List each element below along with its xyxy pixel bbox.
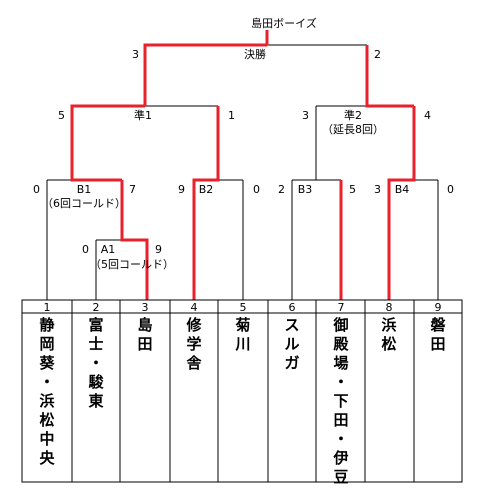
b1-winner-path xyxy=(70,104,145,182)
a1-score-right: 9 xyxy=(155,243,162,256)
b4-score-left: 3 xyxy=(374,183,381,196)
sf1-label: 準1 xyxy=(134,108,152,122)
a1-score-left: 0 xyxy=(82,243,89,256)
final-label: 決勝 xyxy=(244,47,266,61)
team-names: 静岡葵・浜松中央 富士・駿東 島田 修学舎 菊川 スルガ 御殿場・下田・伊豆 浜… xyxy=(39,316,445,486)
a1-label: A1 xyxy=(101,243,116,256)
team-seed: 5 xyxy=(240,301,247,314)
team-name: 御殿場・下田・伊豆 xyxy=(332,316,349,486)
b2-winner-path xyxy=(192,106,220,300)
b3-score-right: 5 xyxy=(349,183,356,196)
team-name: 修学舎 xyxy=(185,316,202,372)
team-seed: 2 xyxy=(93,301,100,314)
team-seed: 3 xyxy=(142,301,149,314)
team-name: スルガ xyxy=(284,316,299,372)
b3-label: B3 xyxy=(298,183,313,196)
b3-score-left: 2 xyxy=(278,183,285,196)
b4-label: B4 xyxy=(395,183,410,196)
team-name: 磐田 xyxy=(429,316,445,353)
team-seed: 4 xyxy=(191,301,198,314)
final-score-left: 3 xyxy=(132,48,139,61)
sf1-winner-path xyxy=(143,43,267,106)
sf2-note: （延長8回） xyxy=(322,123,384,136)
team-table-border xyxy=(21,299,463,483)
sf2-label: 準2 xyxy=(344,108,362,122)
team-table xyxy=(21,299,463,483)
team-seed: 6 xyxy=(289,301,296,314)
sf2-score-right: 4 xyxy=(424,109,431,122)
b2-score-left: 9 xyxy=(178,183,185,196)
team-name: 静岡葵・浜松中央 xyxy=(39,316,55,467)
team-name: 島田 xyxy=(137,316,152,353)
a1-note: （5回コールド） xyxy=(90,258,174,271)
team-seed: 7 xyxy=(338,301,345,314)
sf1-score-right: 1 xyxy=(228,109,235,122)
sf2-score-left: 3 xyxy=(302,109,309,122)
b1-score-left: 0 xyxy=(33,183,40,196)
team-name: 富士・駿東 xyxy=(88,316,104,410)
team-seed: 8 xyxy=(386,301,393,314)
team-name: 菊川 xyxy=(234,316,250,353)
sf1-score-left: 5 xyxy=(58,109,65,122)
b2-label: B2 xyxy=(199,183,214,196)
b2-score-right: 0 xyxy=(253,183,260,196)
b4-score-right: 0 xyxy=(447,183,454,196)
champion-label: 島田ボーイズ xyxy=(251,16,317,30)
team-seed: 1 xyxy=(44,301,51,314)
b1-score-right: 7 xyxy=(129,183,136,196)
b4-winner-path xyxy=(387,106,416,300)
team-seeds: 1 2 3 4 5 6 7 8 9 xyxy=(44,301,442,314)
team-seed: 9 xyxy=(435,301,442,314)
winner-path xyxy=(70,30,416,300)
team-name: 浜松 xyxy=(381,316,396,353)
b1-label: B1 xyxy=(77,183,92,196)
b1-note: （6回コールド） xyxy=(42,197,126,210)
sf2-winner-path xyxy=(365,45,414,108)
a1-winner-path xyxy=(120,180,149,300)
final-score-right: 2 xyxy=(374,48,381,61)
